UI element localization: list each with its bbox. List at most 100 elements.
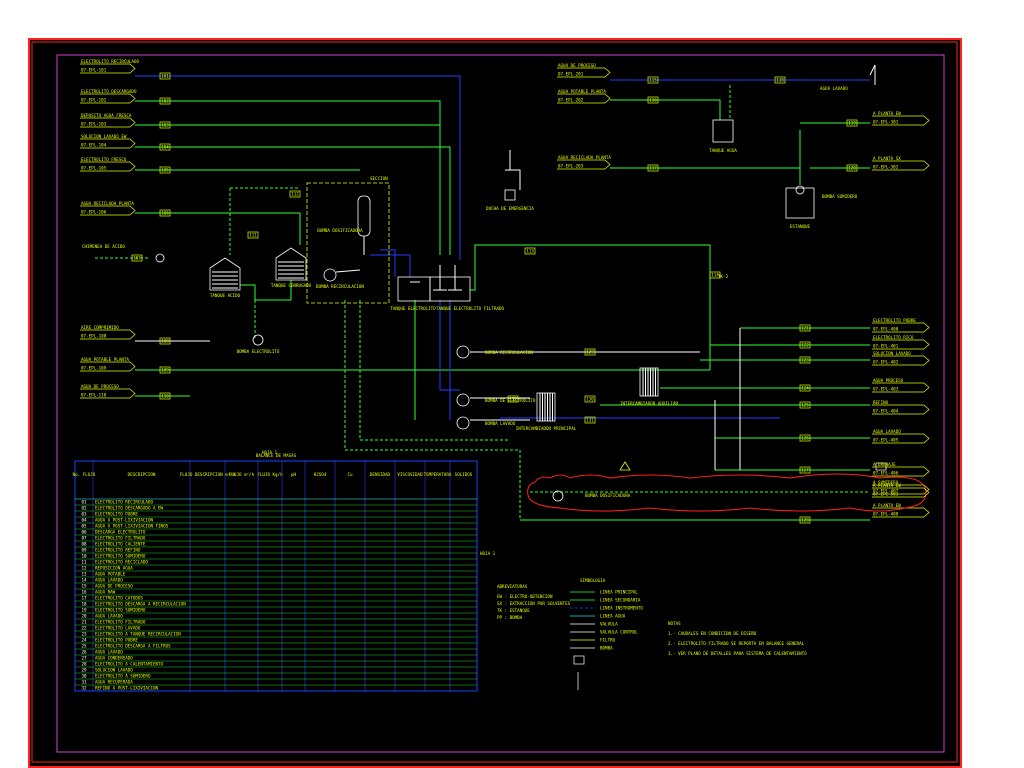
pump-package <box>323 268 337 282</box>
stream-tag <box>159 121 171 129</box>
note-item: 1.- CAUDALES EN CONDICION DE DISEÑO <box>668 631 757 636</box>
table-row-id: 19 <box>81 608 87 613</box>
line-title: AGUA DE PROCESO <box>558 63 596 68</box>
pump-recirc-label: BOMBA RECIRCULACION <box>485 350 533 355</box>
table-row-id: 32 <box>81 686 87 691</box>
stream-tag <box>774 76 786 84</box>
table-row-desc: AGUA POTABLE <box>95 572 126 577</box>
legend-item: LINEA INSTRUMENTO <box>600 606 643 611</box>
abbrev-item: SX : EXTRACCION POR SOLVENTES <box>497 601 571 606</box>
table-row-desc: REPOSICION AGUA <box>95 566 133 571</box>
acid-tank <box>209 257 241 291</box>
pump-wash <box>456 416 470 430</box>
table-row-desc: AGUA A POST-LIXIVIACION <box>95 518 153 523</box>
arrow-head <box>923 382 930 393</box>
right-note: AGUA LAVADO <box>820 86 848 91</box>
vert-dist-4 <box>439 300 460 391</box>
arrow-head <box>129 117 136 128</box>
stream-tag <box>799 324 811 332</box>
table-row-desc: ELECTROLITO DESCARGADO A EW <box>95 506 164 511</box>
heat-exchanger-aux <box>639 367 659 397</box>
table-row-id: 12 <box>81 566 87 571</box>
corrugated-tank <box>275 247 307 281</box>
table-row-desc: ELECTROLITO DESCARGA A RECIRCULACION <box>95 602 186 607</box>
table-header-cell: Cu <box>347 472 353 477</box>
drawing-sheet <box>28 38 962 768</box>
line-code: 07-EPL-202 <box>558 98 584 103</box>
arrow-head <box>923 404 930 415</box>
table-row-id: 17 <box>81 596 87 601</box>
arrow-head <box>923 160 930 171</box>
stream-tag-label: 104 <box>161 145 169 150</box>
table-row-desc: ELECTROLITO A TANQUE RECIRCULACION <box>95 632 181 637</box>
stream-tag-label: 126 <box>801 436 809 441</box>
arrow-head <box>923 507 930 518</box>
line-code: 07-EPL-110 <box>81 393 107 398</box>
table-row-desc: ELECTROLITO A SUMIDERO <box>95 674 151 679</box>
table-header-cell: pH <box>291 472 297 477</box>
stream-tag <box>584 348 596 356</box>
arrow-head <box>129 329 136 340</box>
stream-tag-label: 101 <box>161 74 169 79</box>
table-row-desc: ELECTROLITO DESCARGA A FILTROS <box>95 644 171 649</box>
line-code: 07-EPL-404 <box>873 409 899 414</box>
arrow-head <box>604 93 611 104</box>
line-code: 07-EPL-301 <box>873 120 899 125</box>
tank-link <box>240 284 256 300</box>
blue-to-tank-2 <box>380 249 396 277</box>
stream-tag-label: 119 <box>848 121 856 126</box>
line-title: REFINO <box>873 400 889 405</box>
stream-tag-label: 121 <box>801 326 809 331</box>
line-title: AGUA LAVADO <box>873 429 901 434</box>
arrow-head <box>923 433 930 444</box>
line-title: ELECTROLITO RECIRCULADO <box>81 59 139 64</box>
green-feed-6 <box>135 212 301 245</box>
line-title: ELECTROLITO POBRE <box>873 318 916 323</box>
green-feed-3 <box>135 124 441 255</box>
line-code: 07-EPL-406 <box>873 471 899 476</box>
table-row-desc: AGUA DE PROCESO <box>95 584 133 589</box>
arrow-head <box>129 388 136 399</box>
legend-item: FILTRO <box>600 638 616 643</box>
table-row-desc: REFINO A POST-LIXIVIACION <box>95 686 159 691</box>
arrow-head <box>923 339 930 350</box>
text-layer: ELECTROLITO RECIRCULADO07-EPL-101ELECTRO… <box>81 59 916 523</box>
table-sheet-label: HOJA 1 <box>262 450 278 455</box>
line-code: 07-EPL-109 <box>81 366 107 371</box>
table-row-id: 16 <box>81 590 87 595</box>
stream-tag <box>647 76 659 84</box>
line-title: AGUA POTABLE PLANTA <box>81 357 129 362</box>
right-tank-label: ESTANQUE <box>790 224 811 229</box>
line-title: SOLUCION LAVADO <box>873 351 911 356</box>
table-row-desc: ELECTROLITO SUMIDERO <box>95 608 146 613</box>
off-page-connector <box>875 462 887 471</box>
table-header-cell: FLUJO Kg/h <box>257 472 283 477</box>
pipe-network <box>95 64 876 524</box>
table-row-id: 05 <box>81 524 87 529</box>
line-title: A PLANTA EW <box>873 483 901 488</box>
pump-electrolyte <box>456 393 470 407</box>
stream-tag <box>799 466 811 474</box>
line-title: ELECTROLITO FRESCO <box>81 157 127 162</box>
table-row-id: 02 <box>81 506 87 511</box>
legend-item: LINEA SECUNDARIA <box>600 598 641 603</box>
table-row-desc: ELECTROLITO POBRE <box>95 638 138 643</box>
line-title: A DRENAJE <box>873 462 896 467</box>
stream-tag <box>647 164 659 172</box>
stream-tag <box>159 97 171 105</box>
arrow-head <box>923 355 930 366</box>
table-row-id: 18 <box>81 602 87 607</box>
stream-tag-label: 110 <box>161 394 169 399</box>
stream-tag <box>159 392 171 400</box>
arrow-head <box>604 67 611 78</box>
stream-tag-label: 109 <box>161 368 169 373</box>
note-item: 2.- ELECTROLITO FILTRADO SE REPORTA EN B… <box>668 641 805 646</box>
shower-label: DUCHA DE EMERGENCIA <box>486 206 534 211</box>
right-pump <box>795 185 805 195</box>
table-row-id: 07 <box>81 536 87 541</box>
arrow-head <box>923 487 930 498</box>
table-row-id: 04 <box>81 518 87 523</box>
table-row-desc: ELECTROLITO RECIRCULADO <box>95 500 153 505</box>
